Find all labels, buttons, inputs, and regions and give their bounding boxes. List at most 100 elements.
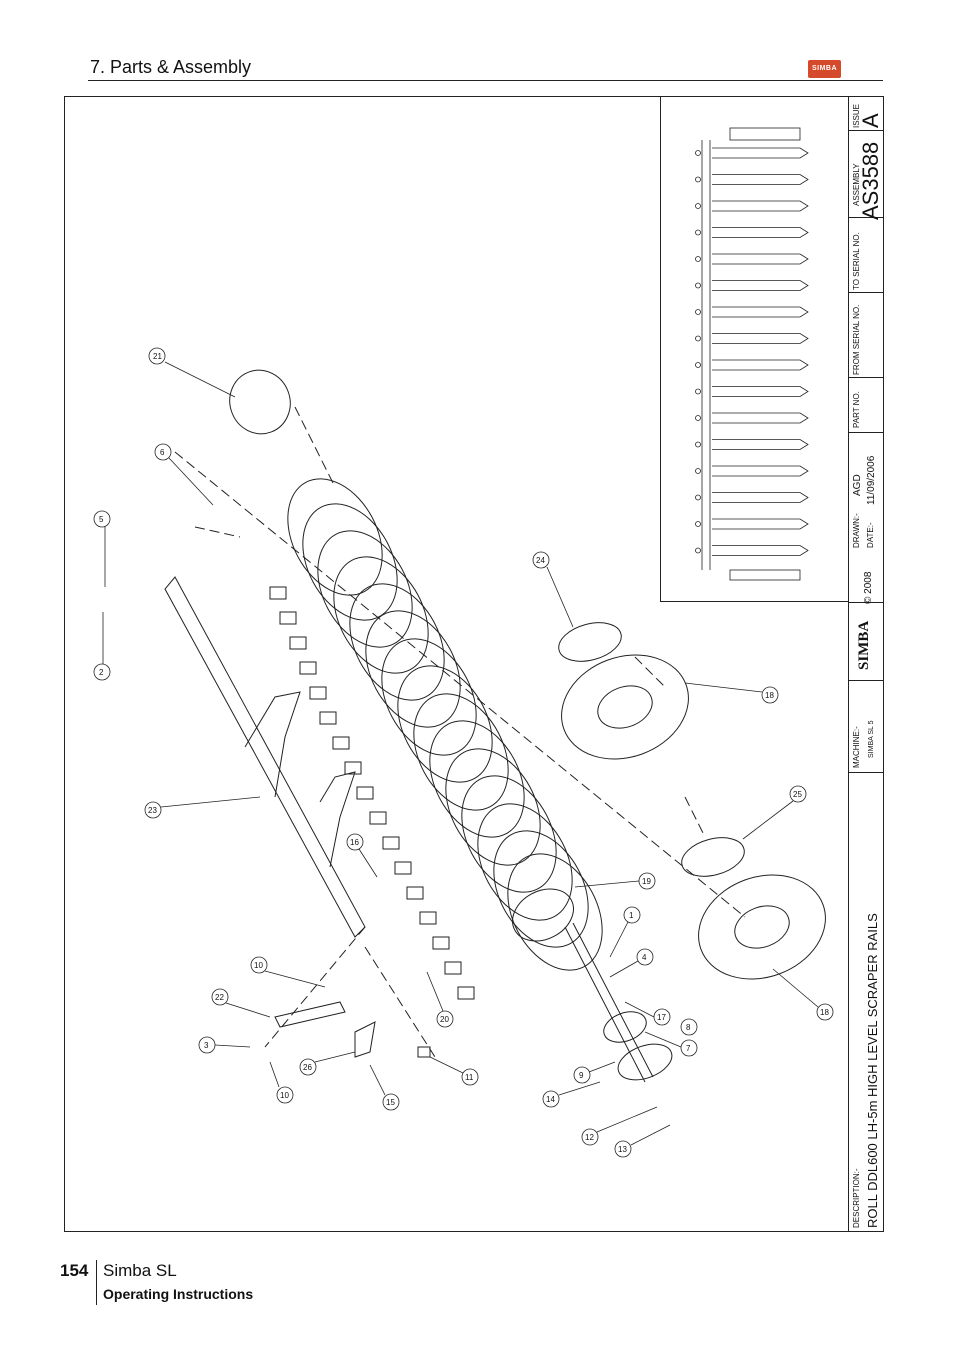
date-label: DATE:- <box>866 522 875 548</box>
callout-19: 19 <box>574 872 656 890</box>
callout-16: 16 <box>346 833 378 878</box>
callout-label: 3 <box>204 1041 209 1050</box>
callout-label: 14 <box>546 1095 555 1104</box>
callout-14: 14 <box>542 1081 601 1108</box>
callout-24: 24 <box>532 551 574 628</box>
description-label: DESCRIPTION:- <box>852 1168 861 1228</box>
callout-label: 4 <box>642 953 647 962</box>
inset-disc <box>712 492 809 503</box>
brand-logo: SIMBA <box>808 60 841 78</box>
callout-label: 9 <box>579 1071 584 1080</box>
inset-disc <box>712 174 809 185</box>
drawing-date: 11/09/2006 <box>866 455 877 505</box>
inset-disc <box>712 253 809 265</box>
inset-bolt <box>695 547 701 554</box>
callout-7: 7 <box>644 1031 698 1057</box>
callout-label: 8 <box>686 1023 691 1032</box>
inset-disc <box>712 465 809 477</box>
callout-9: 9 <box>573 1061 616 1084</box>
callout-label: 1 <box>629 911 634 920</box>
callout-22: 22 <box>211 988 271 1018</box>
drawing-frame <box>64 96 884 1232</box>
callout-label: 5 <box>99 515 104 524</box>
callout-15: 15 <box>369 1064 400 1111</box>
callout-label: 23 <box>148 806 157 815</box>
callout-label: 10 <box>254 961 263 970</box>
callout-20: 20 <box>426 971 454 1028</box>
footer-title: Simba SL <box>103 1261 177 1280</box>
inset-bolt <box>695 468 701 474</box>
callout-label: 18 <box>765 691 774 700</box>
inset-disc <box>712 439 809 450</box>
title-block <box>848 97 884 1231</box>
inset-bolt <box>695 282 701 289</box>
inset-disc <box>712 518 809 530</box>
callout-label: 20 <box>440 1015 449 1024</box>
scraper-brackets <box>269 586 475 1000</box>
callout-label: 6 <box>160 448 165 457</box>
page-number: 154 <box>60 1261 89 1280</box>
footer-subtitle: Operating Instructions <box>103 1286 254 1302</box>
inset-disc <box>712 227 809 238</box>
inset-disc <box>712 333 809 344</box>
inset-disc <box>712 545 809 556</box>
callout-10a: 10 <box>250 956 326 988</box>
callout-label: 10 <box>280 1091 289 1100</box>
inset-bolt <box>695 362 701 368</box>
callout-label: 24 <box>536 556 545 565</box>
callout-label: 11 <box>465 1073 474 1082</box>
inset-disc <box>712 280 809 291</box>
inset-disc <box>712 386 809 397</box>
callout-label: 7 <box>686 1044 691 1053</box>
assembly-number: AS3588 <box>858 141 883 220</box>
machine-label: MACHINE:- <box>852 726 861 768</box>
inset-bolt <box>695 150 701 156</box>
callout-label: 21 <box>153 352 162 361</box>
callout-label: 25 <box>793 790 802 799</box>
inset-bolt <box>695 335 701 342</box>
callout-18a: 18 <box>684 682 779 704</box>
from-serial-label: FROM SERIAL NO. <box>852 304 861 375</box>
roller-discs <box>287 478 603 971</box>
callout-label: 26 <box>303 1063 312 1072</box>
to-serial-label: TO SERIAL NO. <box>852 232 861 290</box>
callout-label: 22 <box>215 993 224 1002</box>
drawn-label: DRAWN:- <box>852 513 861 548</box>
inset-disc <box>712 412 809 424</box>
callout-21: 21 <box>148 347 236 398</box>
callout-11: 11 <box>429 1056 479 1086</box>
inset-disc <box>712 359 809 371</box>
callout-8: 8 <box>680 1018 698 1036</box>
inset-bolt <box>695 441 701 448</box>
inset-top-view <box>660 97 849 602</box>
callout-1: 1 <box>609 906 641 958</box>
machine-name: SIMBA SL 5 <box>868 720 875 758</box>
callout-10b: 10 <box>269 1061 294 1104</box>
inset-bolt <box>695 203 701 209</box>
callout-label: 16 <box>350 838 359 847</box>
description-text: ROLL DDL600 LH-5m HIGH LEVEL SCRAPER RAI… <box>865 913 880 1228</box>
inset-bolt <box>695 309 701 315</box>
callout-label: 13 <box>618 1145 627 1154</box>
callout-label: 2 <box>99 668 104 677</box>
callout-17: 17 <box>624 1001 671 1026</box>
callout-2: 2 <box>93 612 111 681</box>
callout-4: 4 <box>609 948 654 978</box>
callout-3: 3 <box>198 1036 251 1054</box>
inset-bolt <box>695 415 701 421</box>
inset-bolt <box>695 388 701 395</box>
drawn-by: AGD <box>852 474 863 496</box>
callout-5: 5 <box>93 510 111 587</box>
inset-roller-drawing <box>695 127 809 581</box>
callout-label: 18 <box>820 1008 829 1017</box>
copyright: © 2008 <box>863 571 874 604</box>
callout-label: 19 <box>642 877 651 886</box>
header-rule <box>88 80 883 81</box>
inset-bolt <box>695 256 701 262</box>
callout-18b: 18 <box>772 968 834 1021</box>
inset-disc <box>712 200 809 212</box>
footer-divider <box>96 1260 97 1305</box>
callout-label: 17 <box>657 1013 666 1022</box>
callout-label: 12 <box>585 1133 594 1142</box>
callout-23: 23 <box>144 796 261 819</box>
